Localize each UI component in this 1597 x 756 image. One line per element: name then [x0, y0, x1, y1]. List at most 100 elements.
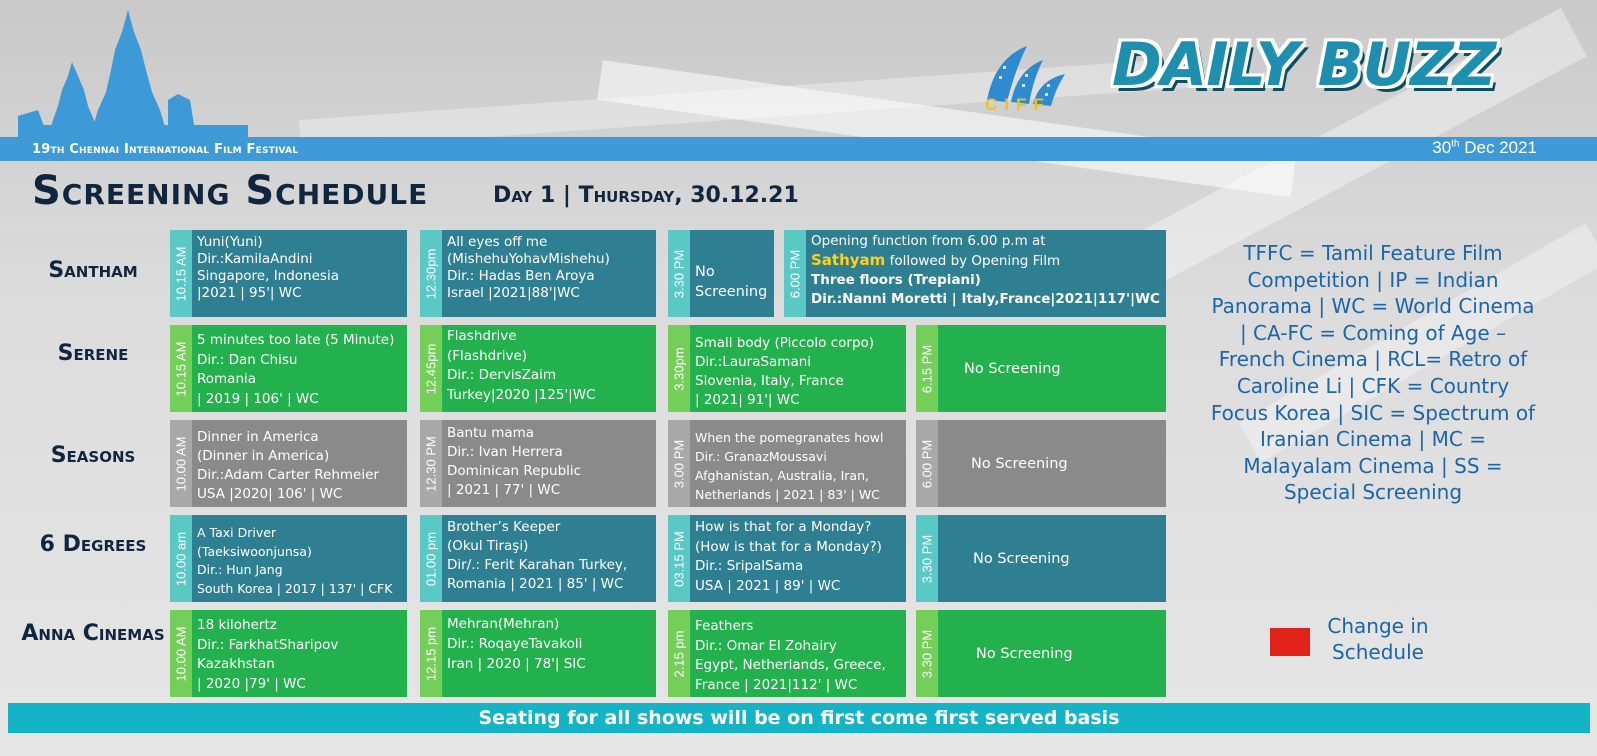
film-title: Dinner in America [197, 429, 319, 445]
schedule-slot: 6.00 PM Opening function from 6.00 p.m a… [784, 230, 1166, 317]
time-strip: 10.15 AM [170, 325, 192, 412]
film-country: Dominican Republic [447, 463, 582, 479]
time-strip: 12.30pm [420, 230, 442, 317]
film-director: Dir.: Omar El Zohairy [695, 637, 837, 654]
film-director: Dir.: Hadas Ben Aroya [447, 268, 595, 284]
time-strip: 6.15 PM [916, 325, 938, 412]
film-info: All eyes off me (MishehuYohavMishehu) Di… [447, 234, 653, 302]
change-label-line: Schedule [1332, 640, 1424, 664]
slot-time: 3.30 PM [919, 629, 935, 678]
slot-time: 3.30 PM [671, 249, 687, 298]
legend-line: Focus Korea | SIC = Spectrum of [1210, 400, 1536, 425]
film-country: Singapore, Indonesia [197, 268, 339, 284]
abbreviation-legend: TFFC = Tamil Feature Film Competition | … [1188, 240, 1558, 506]
film-details: Turkey|2020 |125'|WC [447, 386, 596, 403]
film-info: Bantu mama Dir.: Ivan Herrera Dominican … [447, 424, 653, 500]
issue-date: 30th Dec 2021 [1432, 138, 1537, 158]
page-title: Screening Schedule [32, 168, 429, 214]
schedule-slot: 01.00 pm Brother’s Keeper (Okul Tiraşi) … [420, 515, 656, 602]
film-details: France | 2021|112' | WC [695, 676, 858, 693]
slot-time: 10.15 AM [173, 341, 189, 396]
film-title: Mehran(Mehran) [447, 616, 560, 632]
film-details: Netherlands | 2021 | 83' | WC [695, 487, 880, 502]
opening-venue-name: Sathyam [811, 251, 886, 269]
film-info: Dinner in America (Dinner in America) Di… [197, 428, 404, 504]
film-details: |2021 | 95'| WC [197, 285, 302, 301]
time-strip: 6.00 PM [916, 420, 938, 507]
issue-date-suffix: th [1451, 138, 1460, 150]
no-screening-text: No Screening [971, 455, 1068, 472]
film-director: Dir.: Ivan Herrera [447, 444, 563, 460]
film-info: Opening function from 6.00 p.m at Sathya… [811, 232, 1163, 309]
time-strip: 12.45pm [420, 325, 442, 412]
film-details: Israel |2021|88'|WC [447, 285, 580, 301]
schedule-slot: 10.15 AM 5 minutes too late (5 Minute) D… [170, 325, 407, 412]
time-strip: 10.00 am [170, 515, 192, 602]
film-title: Yuni(Yuni) [197, 234, 263, 250]
slot-time: 3.30pm [671, 346, 687, 391]
legend-line: Special Screening [1283, 480, 1463, 505]
legend-line: Competition | IP = Indian [1247, 267, 1499, 292]
footer-note: Seating for all shows will be on first c… [478, 707, 1120, 729]
schedule-slot: 3.30 PM No Screening [668, 230, 774, 317]
film-title: Brother’s Keeper [447, 519, 561, 535]
film-original-title: (Taeksiwoonjunsa) [197, 543, 312, 559]
film-director: Dir.: Dan Chisu [197, 351, 298, 368]
slot-time: 12.30pm [423, 248, 439, 299]
legend-line: Caroline Li | CFK = Country [1236, 373, 1510, 398]
film-title: Flashdrive [447, 328, 517, 344]
film-director: Dir.:KamilaAndini [197, 251, 313, 267]
schedule-slot: 6.00 PM No Screening [916, 420, 1166, 507]
schedule-slot: 3.30pm Small body (Piccolo corpo) Dir.:L… [668, 325, 906, 412]
legend-line: Iranian Cinema | MC = [1260, 427, 1486, 452]
film-title: A Taxi Driver [197, 525, 277, 540]
film-info: A Taxi Driver (Taeksiwoonjunsa) Dir.: Hu… [197, 524, 404, 598]
film-title: How is that for a Monday? [695, 519, 872, 535]
film-details: | 2020 |79' | WC [197, 675, 306, 692]
film-country: Slovenia, Italy, France [695, 373, 844, 389]
legend-line: TFFC = Tamil Feature Film [1243, 241, 1503, 265]
time-strip: 3.30 PM [916, 515, 938, 602]
schedule-slot: 12.30 PM Bantu mama Dir.: Ivan Herrera D… [420, 420, 656, 507]
film-country: Afghanistan, Australia, Iran, [695, 468, 869, 483]
issue-date-day: 30 [1432, 138, 1452, 157]
time-strip: 3.30 PM [668, 230, 690, 317]
film-info: Brother’s Keeper (Okul Tiraşi) Dir/.: Fe… [447, 518, 653, 594]
slot-time: 10.00 AM [173, 436, 189, 491]
daily-buzz-logo: DAILY BUZZ [1112, 30, 1496, 100]
change-in-schedule-swatch [1270, 628, 1310, 656]
film-original-title: (Okul Tiraşi) [447, 538, 529, 554]
film-title: Small body (Piccolo corpo) [695, 335, 875, 351]
no-screening-line: Screening [695, 284, 768, 300]
film-director: Dir.: Hun Jang [197, 562, 283, 577]
time-strip: 03.15 PM [668, 515, 690, 602]
legend-line: French Cinema | RCL= Retro of [1218, 347, 1528, 372]
slot-time: 6.00 PM [919, 439, 935, 488]
film-country: Romania [197, 371, 257, 387]
change-in-schedule-label: Change in Schedule [1318, 613, 1438, 665]
film-original-title: (How is that for a Monday?) [695, 538, 882, 555]
film-details: | 2021| 91'| WC [695, 392, 800, 408]
film-director: Dir.: FarkhatSharipov [197, 636, 339, 653]
schedule-slot: 2.15 pm Feathers Dir.: Omar El Zohairy E… [668, 610, 906, 697]
change-label-line: Change in [1327, 614, 1429, 638]
slot-time: 01.00 pm [423, 531, 439, 586]
issue-date-month-year: Dec 2021 [1459, 138, 1537, 157]
film-info: Mehran(Mehran) Dir.: RoqayeTavakoli Iran… [447, 614, 653, 674]
venue-6-degrees: 6 Degrees [39, 532, 147, 557]
venue-seasons: Seasons [50, 443, 136, 468]
schedule-slot: 3.30 PM No Screening [916, 515, 1166, 602]
film-info: Feathers Dir.: Omar El Zohairy Egypt, Ne… [695, 617, 903, 695]
film-details: | 2021 | 77' | WC [447, 482, 561, 498]
time-strip: 3.00 PM [668, 420, 690, 507]
time-strip: 01.00 pm [420, 515, 442, 602]
slot-time: 03.15 PM [671, 530, 687, 587]
legend-line: | CA-FC = Coming of Age – [1239, 320, 1507, 345]
schedule-slot: 10.00 AM Dinner in America (Dinner in Am… [170, 420, 407, 507]
film-title: Bantu mama [447, 425, 535, 441]
slot-time: 12.45pm [423, 343, 439, 394]
schedule-slot: 12.30pm All eyes off me (MishehuYohavMis… [420, 230, 656, 317]
schedule-slot: 12.45pm Flashdrive (Flashdrive) Dir.: De… [420, 325, 656, 412]
no-screening-text: No Screening [695, 262, 771, 302]
